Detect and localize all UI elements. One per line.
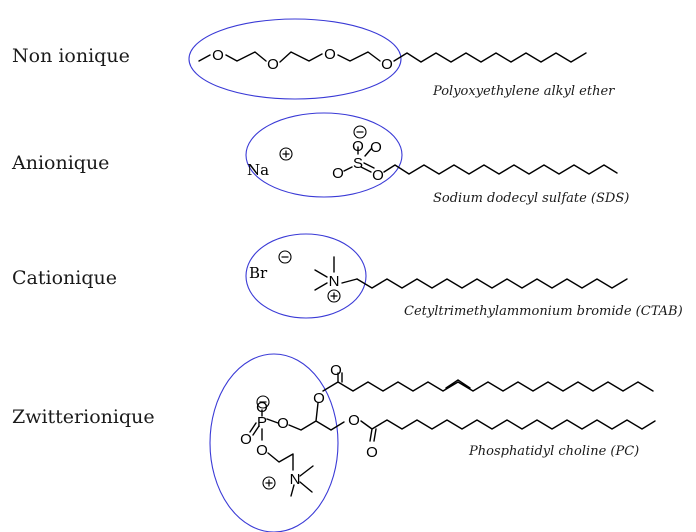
negative-charge-icon: [353, 125, 367, 139]
oxygen-atom: O: [256, 442, 268, 459]
headgroup-outline-zwitterionic: [209, 353, 339, 532]
class-label-zwitterionic: Zwitterionique: [12, 406, 155, 428]
positive-charge-icon: [327, 289, 341, 303]
headgroup-outline-nonionic: [188, 18, 402, 100]
compound-name-ctab: Cetyltrimethylammonium bromide (CTAB): [404, 304, 683, 319]
oxygen-atom: O: [372, 167, 384, 184]
oleoyl-chain: [322, 372, 654, 392]
compound-name-polyoxyethylene: Polyoxyethylene alkyl ether: [432, 84, 615, 99]
sulfur-atom: S: [353, 155, 363, 172]
negative-charge-icon: [256, 395, 270, 409]
class-label-anionic: Anionique: [11, 152, 109, 174]
oxygen-atom: O: [332, 165, 344, 182]
cetyl-chain: [356, 278, 628, 289]
nitrogen-atom: N: [329, 273, 340, 290]
class-label-nonionic: Non ionique: [12, 45, 130, 67]
class-label-cationic: Cationique: [12, 267, 117, 289]
compound-name-sds: Sodium dodecyl sulfate (SDS): [433, 191, 629, 206]
choline-bonds: [267, 452, 314, 497]
oxygen-atom: O: [366, 444, 378, 461]
polyoxyethylene-chain: [198, 51, 587, 63]
oxygen-atom: O: [277, 415, 289, 432]
oxygen-atom: O: [352, 138, 364, 155]
oxygen-atom: O: [256, 399, 268, 416]
palmitoyl-chain: [360, 419, 656, 442]
phosphorus-atom: P: [257, 414, 267, 431]
headgroup-outline-cationic: [245, 233, 367, 319]
sodium-ion: Na: [247, 161, 269, 179]
oxygen-atom: O: [381, 56, 393, 73]
compound-name-pc: Phosphatidyl choline (PC): [468, 444, 639, 459]
nitrogen-atom: N: [290, 471, 301, 488]
oxygen-atom: O: [212, 47, 224, 64]
oxygen-atom: O: [348, 412, 360, 429]
sulfate-bonds: [343, 146, 375, 173]
headgroup-outline-anionic: [245, 112, 403, 198]
phosphate-bonds: [249, 409, 279, 441]
oxygen-atom: O: [370, 139, 382, 156]
oxygen-atom: O: [240, 431, 252, 448]
positive-charge-icon: [262, 476, 276, 490]
positive-charge-icon: [279, 147, 293, 161]
oxygen-atom: O: [324, 46, 336, 63]
oxygen-atom: O: [313, 390, 325, 407]
trimethylammonium-bonds: [314, 256, 358, 291]
oxygen-atom: O: [330, 362, 342, 379]
negative-charge-icon: [278, 250, 292, 264]
dodecyl-chain: [383, 164, 618, 175]
oxygen-atom: O: [267, 56, 279, 73]
glycerol-backbone: [288, 402, 345, 431]
bromide-ion: Br: [249, 264, 268, 282]
